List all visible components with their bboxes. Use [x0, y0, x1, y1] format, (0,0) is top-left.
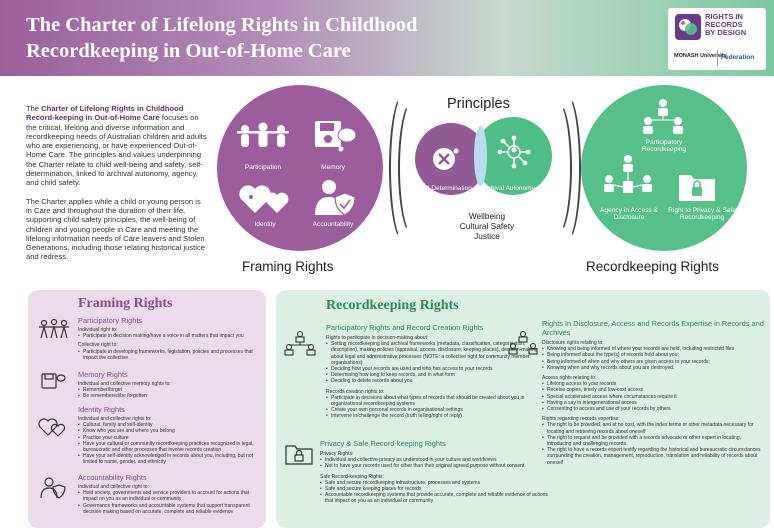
disclosure-access-title: Rights In Disclosure, Access and Records… — [542, 319, 764, 337]
logo-card: RIGHTS IN RECORDS BY DESIGN MONASH Unive… — [668, 8, 766, 70]
right-parenthesis-1 — [551, 93, 581, 243]
accountability-label: Accountability — [312, 221, 354, 228]
intro-paragraph-2: The Charter applies while a child or you… — [26, 196, 205, 262]
accountability-rights-icon — [40, 477, 66, 499]
principle-values: Wellbeing Cultural Safety Justice — [437, 211, 537, 241]
participatory-recordkeeping-label: Participatory Recordkeeping — [641, 139, 687, 153]
identity-rights-section: Identity Rights Individual and collectiv… — [78, 405, 262, 466]
accountability-rights-title: Accountability Rights — [78, 473, 147, 482]
recordkeeping-rights-panel: Recordkeeping Rights Participatory Right… — [276, 290, 770, 528]
records-panel-title: Recordkeeping Rights — [326, 298, 459, 313]
federation-logo: Federation — [721, 54, 755, 61]
memory-disk-icon — [315, 121, 357, 152]
value-wellbeing: Wellbeing — [468, 211, 506, 221]
self-determination-label: Self-Determination — [418, 185, 472, 192]
principles-title: Principles — [447, 96, 510, 112]
agency-access-label: Agency in Access & Disclosure — [600, 207, 658, 221]
participation-creation-title: Participatory Rights and Record Creation… — [326, 323, 484, 332]
rights-in-records-logo-icon — [675, 14, 701, 40]
participatory-rights-icon — [39, 318, 69, 339]
participation-people-icon — [237, 122, 289, 147]
participatory-rights-title: Participatory Rights — [78, 316, 143, 325]
participation-creation-section: Participatory Rights and Record Creation… — [326, 323, 548, 420]
participation-records-network-icon — [284, 330, 316, 356]
recordkeeping-rights-label: Recordkeeping Rights — [586, 259, 719, 274]
participatory-rights-section: Participatory Rights Individual right to… — [78, 316, 262, 361]
recordkeeping-rights-circle: Participatory Recordkeeping Agency in Ac… — [581, 85, 747, 251]
privacy-folder-lock-icon — [679, 175, 715, 201]
intro-text: The Charter of Lifelong Rights in Childh… — [26, 104, 208, 271]
intro-paragraph-1: The Charter of Lifelong Rights in Childh… — [26, 104, 207, 188]
identity-hearts-icon — [239, 185, 289, 213]
header-banner: The Charter of Lifelong Rights in Childh… — [0, 0, 774, 76]
memory-rights-icon — [41, 373, 66, 389]
disclosure-access-section: Rights In Disclosure, Access and Records… — [542, 319, 764, 466]
archival-autonomy-circle — [474, 117, 552, 195]
value-cultural-safety: Cultural Safety — [459, 221, 515, 231]
privacy-folder-icon — [285, 445, 313, 465]
identity-rights-icon — [38, 418, 66, 437]
logo-divider — [717, 50, 718, 66]
framing-rights-circle: Participation Memory Identity Accountabi… — [217, 85, 383, 251]
archival-autonomy-network-icon — [497, 135, 531, 169]
privacy-safe-section: Privacy & Safe Record-keeping Rights Pri… — [320, 439, 548, 505]
identity-label: Identity — [254, 221, 276, 228]
disclosure-access-people-icon — [508, 330, 538, 355]
venn-overlap — [474, 126, 487, 186]
title-line-2: Recordkeeping in Out-of-Home Care — [26, 40, 351, 62]
framing-rights-panel: Framing Rights Participatory Rights Indi… — [28, 290, 266, 528]
value-justice: Justice — [474, 231, 500, 241]
memory-label: Memory — [321, 164, 345, 171]
participation-label: Participation — [244, 164, 282, 171]
framing-panel-title: Framing Rights — [78, 296, 173, 311]
title-line-1: The Charter of Lifelong Rights in Childh… — [26, 14, 418, 36]
accountability-person-shield-icon — [315, 180, 356, 216]
privacy-safe-title: Privacy & Safe Record-keeping Rights — [320, 439, 446, 448]
memory-rights-section: Memory Rights Individual and collective … — [78, 370, 262, 400]
page-title: The Charter of Lifelong Rights in Childh… — [26, 12, 417, 64]
logo-text: RIGHTS IN RECORDS BY DESIGN — [705, 12, 747, 37]
participatory-recordkeeping-people-icon — [643, 99, 683, 134]
monash-logo: MONASH University — [674, 53, 727, 59]
self-determination-speech-icon — [433, 148, 459, 170]
privacy-safe-label: Right to Privacy & Safe Recordkeeping — [668, 207, 736, 221]
framing-rights-label: Framing Rights — [242, 259, 334, 274]
left-parenthesis-2 — [398, 100, 428, 236]
identity-rights-title: Identity Rights — [78, 405, 125, 414]
memory-rights-title: Memory Rights — [78, 370, 128, 379]
agency-access-network-icon — [604, 155, 652, 193]
archival-autonomy-label: Archival Autonomy — [481, 185, 535, 192]
accountability-rights-section: Accountability Rights Individual and col… — [78, 473, 262, 515]
left-parenthesis-1 — [389, 93, 419, 243]
